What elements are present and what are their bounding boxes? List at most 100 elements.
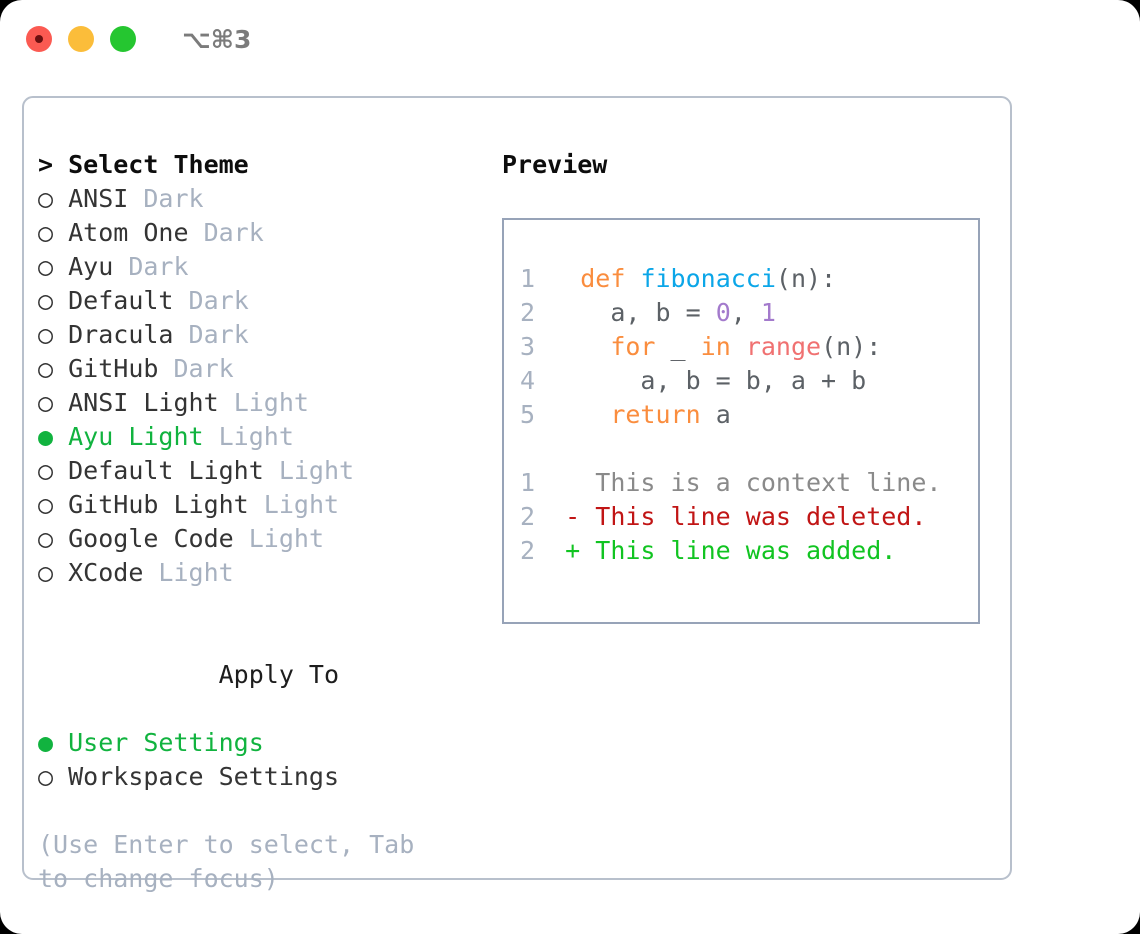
select-theme-heading: > Select Theme	[38, 150, 249, 179]
theme-option-ayu-light[interactable]: ● Ayu Light Light	[38, 420, 488, 454]
code-token-bi: range	[745, 332, 822, 361]
keyboard-hint-text: (Use Enter to select, Tab to change focu…	[38, 830, 415, 893]
apply-to-heading: Apply To	[38, 624, 488, 726]
theme-option-label: Ayu	[53, 252, 114, 281]
radio-unselected-icon: ○	[38, 252, 54, 281]
code-line-number: 1	[520, 264, 536, 293]
code-token-kw: in	[700, 332, 731, 361]
code-line: 2 a, b = 0, 1	[520, 296, 941, 330]
radio-unselected-icon: ○	[38, 558, 54, 587]
apply-to-option-label: Workspace Settings	[53, 762, 340, 791]
code-blank-line	[520, 432, 941, 466]
theme-option-label: Dracula	[53, 320, 174, 349]
radio-unselected-icon: ○	[38, 286, 54, 315]
theme-option-label: XCode	[53, 558, 144, 587]
code-indent	[535, 264, 580, 293]
code-token-plain: _	[655, 332, 701, 361]
list-spacer	[38, 590, 488, 624]
preview-heading: Preview	[502, 150, 608, 179]
radio-selected-icon: ●	[38, 728, 54, 757]
radio-unselected-icon: ○	[38, 490, 54, 519]
columns: > Select Theme ○ ANSI Dark○ Atom One Dar…	[24, 98, 1010, 893]
theme-option-kind: Dark	[113, 252, 189, 281]
code-token-plain	[625, 264, 640, 293]
diff-line-number: 1	[520, 468, 536, 497]
code-token-plain: ,	[730, 298, 761, 327]
theme-option-kind: Light	[143, 558, 234, 587]
code-token-kw: for	[610, 332, 656, 361]
radio-unselected-icon: ○	[38, 762, 54, 791]
code-line-number: 4	[520, 366, 536, 395]
theme-option-kind: Dark	[158, 354, 234, 383]
radio-selected-icon: ●	[38, 422, 54, 451]
code-line-number: 2	[520, 298, 536, 327]
content-panel: > Select Theme ○ ANSI Dark○ Atom One Dar…	[22, 96, 1012, 893]
code-line: 1 def fibonacci(n):	[520, 262, 941, 296]
radio-unselected-icon: ○	[38, 354, 54, 383]
diff-line-number: 2	[520, 502, 536, 531]
theme-option-kind: Dark	[128, 184, 204, 213]
theme-option-label: ANSI	[53, 184, 129, 213]
theme-option-ansi-light[interactable]: ○ ANSI Light Light	[38, 386, 488, 420]
apply-to-option-user-settings[interactable]: ● User Settings	[38, 726, 488, 760]
code-line: 4 a, b = b, a + b	[520, 364, 941, 398]
theme-option-google-code[interactable]: ○ Google Code Light	[38, 522, 488, 556]
code-indent	[535, 298, 610, 327]
theme-option-label: GitHub Light	[53, 490, 249, 519]
theme-option-kind: Light	[218, 388, 309, 417]
apply-to-option-list[interactable]: ● User Settings○ Workspace Settings	[38, 726, 488, 794]
close-icon[interactable]	[26, 26, 52, 52]
traffic-lights	[26, 26, 136, 52]
title-bar: ⌥⌘3	[0, 0, 1140, 78]
theme-selector-column: > Select Theme ○ ANSI Dark○ Atom One Dar…	[38, 148, 488, 896]
theme-option-label: Atom One	[53, 218, 189, 247]
theme-option-kind: Light	[263, 456, 355, 485]
theme-option-ayu[interactable]: ○ Ayu Dark	[38, 250, 488, 284]
code-line-number: 5	[520, 400, 536, 429]
theme-option-list[interactable]: ○ ANSI Dark○ Atom One Dark○ Ayu Dark○ De…	[38, 182, 488, 590]
theme-option-ansi[interactable]: ○ ANSI Dark	[38, 182, 488, 216]
code-token-num: 1	[760, 298, 776, 327]
code-indent	[535, 366, 640, 395]
theme-option-kind: Dark	[188, 218, 264, 247]
diff-line-ctx: 1 This is a context line.	[520, 466, 941, 500]
preview-column: Preview 1 def fibonacci(n):2 a, b = 0, 1…	[502, 148, 1002, 624]
hint-spacer	[38, 794, 488, 828]
code-line: 3 for _ in range(n):	[520, 330, 941, 364]
radio-unselected-icon: ○	[38, 456, 54, 485]
apply-to-indent	[189, 660, 219, 689]
theme-option-default[interactable]: ○ Default Dark	[38, 284, 488, 318]
theme-option-atom-one[interactable]: ○ Atom One Dark	[38, 216, 488, 250]
theme-option-label: ANSI Light	[53, 388, 219, 417]
minimize-icon[interactable]	[68, 26, 94, 52]
theme-option-label: Default	[53, 286, 174, 315]
code-line-number: 3	[520, 332, 536, 361]
apply-to-label: Apply To	[218, 660, 340, 689]
theme-option-github-light[interactable]: ○ GitHub Light Light	[38, 488, 488, 522]
theme-option-kind: Light	[233, 524, 324, 553]
theme-option-github[interactable]: ○ GitHub Dark	[38, 352, 488, 386]
diff-line-content: This is a context line.	[535, 468, 942, 497]
theme-option-label: GitHub	[53, 354, 159, 383]
code-token-kw: return	[610, 400, 701, 429]
theme-option-dracula[interactable]: ○ Dracula Dark	[38, 318, 488, 352]
apply-to-option-label: User Settings	[53, 728, 264, 757]
radio-unselected-icon: ○	[38, 320, 54, 349]
apply-to-option-workspace-settings[interactable]: ○ Workspace Settings	[38, 760, 488, 794]
diff-line-add: 2 + This line was added.	[520, 534, 941, 568]
code-token-plain	[731, 332, 746, 361]
code-line: 5 return a	[520, 398, 941, 432]
code-token-fn: fibonacci	[640, 264, 776, 293]
diff-line-del: 2 - This line was deleted.	[520, 500, 941, 534]
diff-line-content: + This line was added.	[535, 536, 897, 565]
theme-option-default-light[interactable]: ○ Default Light Light	[38, 454, 488, 488]
code-indent	[535, 400, 610, 429]
theme-option-kind: Light	[203, 422, 294, 451]
radio-unselected-icon: ○	[38, 218, 54, 247]
radio-unselected-icon: ○	[38, 388, 54, 417]
maximize-icon[interactable]	[110, 26, 136, 52]
code-token-kw: def	[580, 264, 626, 293]
theme-option-xcode[interactable]: ○ XCode Light	[38, 556, 488, 590]
